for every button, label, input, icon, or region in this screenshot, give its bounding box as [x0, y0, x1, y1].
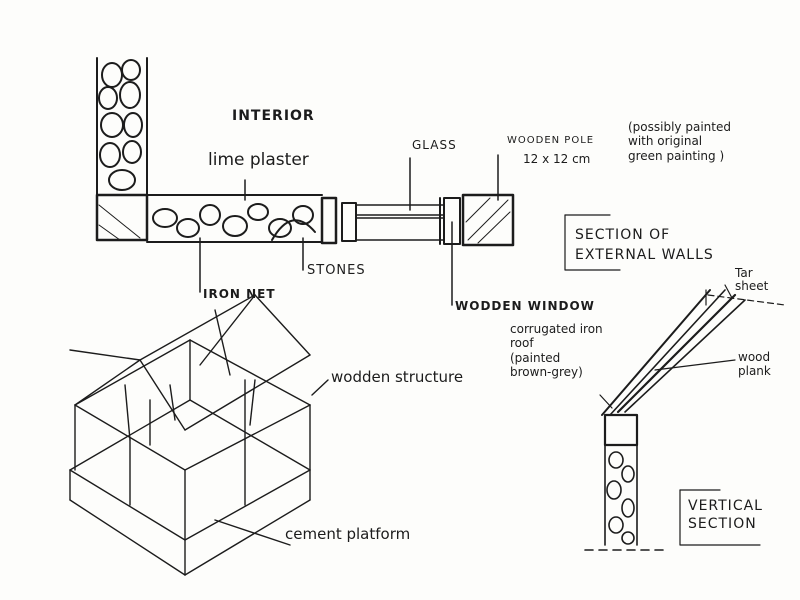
- glass-label: GLASS: [412, 138, 457, 152]
- isometric-wooden-structure: [69, 294, 329, 576]
- wooden-structure-label: wodden structure: [331, 368, 464, 386]
- stone-wall-corner: [95, 57, 515, 247]
- tar-sheet-label: Tar sheet: [735, 266, 769, 294]
- external-walls-title: SECTION OF EXTERNAL WALLS: [575, 227, 714, 264]
- iron-net-label: IRON NET: [203, 287, 276, 301]
- plan-leader-lines: [199, 154, 499, 306]
- wood-plank-label: wood plank: [738, 350, 771, 378]
- pole-note-label: (possibly painted with original green pa…: [628, 120, 731, 163]
- interior-label: INTERIOR: [232, 108, 315, 124]
- lime-plaster-label: lime plaster: [208, 150, 309, 170]
- stones-label: STONES: [307, 263, 366, 278]
- roof-label: corrugated iron roof (painted brown-grey…: [510, 322, 603, 380]
- vertical-section-title: VERTICAL SECTION: [688, 498, 763, 533]
- wooden-pole-label: WOODEN POLE: [507, 135, 595, 146]
- cement-platform-label: cement platform: [285, 525, 411, 543]
- vertical-section-drawing: [564, 214, 786, 551]
- pole-size-label: 12 x 12 cm: [523, 152, 591, 166]
- wooden-window-label: WODDEN WINDOW: [455, 299, 595, 313]
